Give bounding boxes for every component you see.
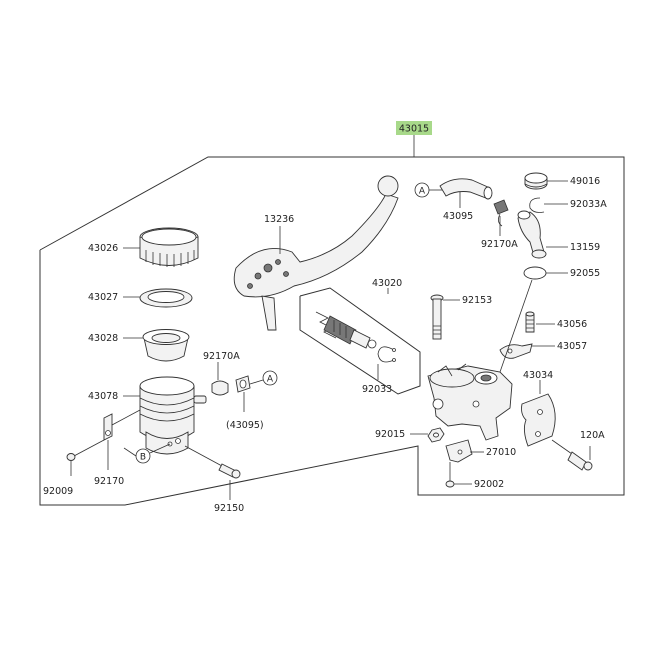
diaphragm bbox=[142, 329, 190, 362]
label-43095-ref: (43095) bbox=[226, 420, 264, 431]
clamp-bolt-120a bbox=[551, 439, 593, 471]
label-43056: 43056 bbox=[557, 319, 587, 330]
label-43026: 43026 bbox=[88, 243, 118, 254]
screw-92002 bbox=[445, 462, 455, 488]
bleeder-43056 bbox=[525, 311, 535, 333]
callout-b-leader-2 bbox=[149, 443, 171, 454]
screw-92009 bbox=[66, 439, 105, 461]
assembly-frame bbox=[39, 156, 625, 506]
label-43027: 43027 bbox=[88, 292, 118, 303]
label-13159: 13159 bbox=[570, 242, 600, 253]
label-43034: 43034 bbox=[523, 370, 553, 381]
label-49016: 49016 bbox=[570, 176, 600, 187]
label-92150: 92150 bbox=[214, 503, 244, 514]
label-27010: 27010 bbox=[486, 447, 516, 458]
connect-fitting-body bbox=[499, 279, 533, 373]
bolt-92150 bbox=[184, 445, 241, 479]
master-cylinder-body bbox=[427, 363, 513, 441]
label-43078: 43078 bbox=[88, 391, 118, 402]
dust-cap-49016 bbox=[524, 172, 548, 190]
nut-92015 bbox=[427, 427, 445, 443]
callout-a-left-circle bbox=[262, 370, 278, 386]
pivot-bolt-92153 bbox=[430, 294, 444, 340]
brake-switch-27010 bbox=[445, 439, 473, 463]
bleeder-cap-43057 bbox=[499, 343, 533, 359]
label-43020: 43020 bbox=[372, 278, 402, 289]
callout-a-left: A bbox=[267, 375, 274, 385]
callout-a-left-leader bbox=[249, 379, 264, 385]
piston-spring-assy bbox=[315, 311, 377, 349]
circlip-92033a bbox=[529, 197, 545, 213]
label-92009: 92009 bbox=[43, 486, 73, 497]
callout-a-top: A bbox=[419, 187, 426, 197]
label-120a: 120A bbox=[580, 430, 605, 441]
o-ring-92055 bbox=[523, 266, 547, 280]
label-13236: 13236 bbox=[264, 214, 294, 225]
label-43028: 43028 bbox=[88, 333, 118, 344]
callout-b: B bbox=[140, 453, 146, 463]
reservoir-tank bbox=[139, 376, 207, 455]
label-43095: 43095 bbox=[443, 211, 473, 222]
hose-clamp-right bbox=[493, 199, 509, 227]
reservoir-bracket bbox=[103, 409, 141, 441]
label-92002: 92002 bbox=[474, 479, 504, 490]
label-92055: 92055 bbox=[570, 268, 600, 279]
piston-assy-box bbox=[299, 287, 421, 395]
label-92015: 92015 bbox=[375, 429, 405, 440]
hose-fitting-13159 bbox=[517, 210, 547, 259]
reservoir-cap bbox=[139, 227, 199, 267]
label-43057: 43057 bbox=[557, 341, 587, 352]
callout-b-leader-1 bbox=[123, 447, 137, 457]
assembly-label: 43015 bbox=[399, 124, 429, 135]
hose-43095 bbox=[439, 178, 493, 200]
diaphragm-plate bbox=[139, 288, 193, 308]
label-92170: 92170 bbox=[94, 476, 124, 487]
handlebar-clamp-43034 bbox=[521, 393, 556, 447]
hose-clamp-left bbox=[211, 375, 251, 396]
assembly-label-highlight bbox=[396, 121, 432, 135]
brake-lever bbox=[233, 175, 399, 331]
label-92033a: 92033A bbox=[570, 199, 607, 210]
label-92033: 92033 bbox=[362, 384, 392, 395]
circlip-92033 bbox=[377, 346, 396, 363]
label-92170a-right: 92170A bbox=[481, 239, 518, 250]
label-92170a-left: 92170A bbox=[203, 351, 240, 362]
label-92153: 92153 bbox=[462, 295, 492, 306]
